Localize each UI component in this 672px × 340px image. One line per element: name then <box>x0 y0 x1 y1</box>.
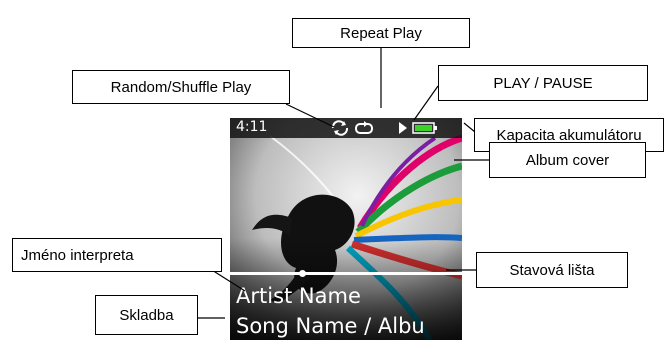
label-album-cover-text: Album cover <box>525 151 610 169</box>
progress-knob <box>299 270 306 277</box>
label-repeat-play-text: Repeat Play <box>340 24 422 42</box>
label-artist-text: Jméno interpreta <box>21 246 134 264</box>
label-shuffle-play: Random/Shuffle Play <box>72 70 290 104</box>
label-shuffle-play-text: Random/Shuffle Play <box>110 78 252 96</box>
label-play-pause-text: PLAY / PAUSE <box>493 74 593 92</box>
play-icon <box>399 122 407 134</box>
status-top-bar: 4:11 <box>230 118 462 138</box>
song-name: Song Name / Albu <box>236 314 425 338</box>
progress-bar <box>230 272 462 275</box>
pointer-play <box>413 85 439 121</box>
label-battery-text: Kapacita akumulátoru <box>496 126 642 144</box>
album-cover-art <box>230 118 462 340</box>
repeat-icon <box>355 121 373 134</box>
label-album-cover: Album cover <box>489 142 646 178</box>
label-status-bar: Stavová lišta <box>476 252 628 288</box>
artist-name: Artist Name <box>236 284 361 308</box>
label-repeat-play: Repeat Play <box>292 18 470 48</box>
player-screen: 4:11 Artist Name Song Name / Albu <box>230 118 462 340</box>
label-play-pause: PLAY / PAUSE <box>438 65 648 101</box>
shuffle-icon <box>331 120 349 136</box>
label-artist: Jméno interpreta <box>12 238 222 272</box>
battery-icon <box>412 122 437 134</box>
label-status-bar-text: Stavová lišta <box>509 261 595 279</box>
label-track: Skladba <box>95 295 198 335</box>
clock-time: 4:11 <box>236 119 268 135</box>
label-track-text: Skladba <box>119 306 174 324</box>
